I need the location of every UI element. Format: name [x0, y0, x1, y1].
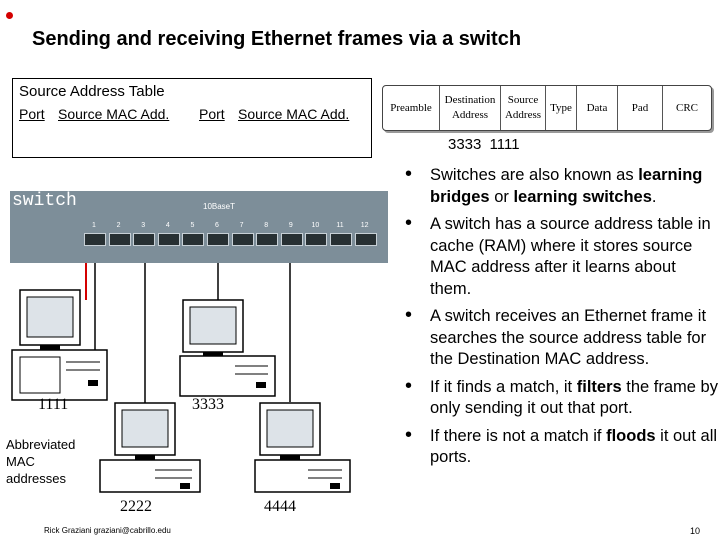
- frame-address-values: 3333 1111: [448, 136, 520, 153]
- bullet-text: or: [489, 187, 514, 206]
- bullet-text: A switch has a source address table in c…: [430, 215, 711, 298]
- pc-1111-icon: [11, 289, 108, 401]
- frame-field-crc: CRC: [675, 101, 698, 114]
- port-number-3: 3: [141, 222, 146, 229]
- source-address-table: Source Address Table Port Source MAC Add…: [12, 78, 372, 158]
- pc-4444-icon: [254, 402, 351, 493]
- port-number-12: 12: [360, 222, 369, 229]
- switch-port-11: [330, 233, 352, 246]
- frame-field-source: Source Address: [501, 86, 546, 130]
- port-number-5: 5: [190, 222, 195, 229]
- source-address-table-title: Source Address Table: [19, 83, 165, 100]
- port-number-8: 8: [264, 222, 269, 229]
- frame-field-preamble: Preamble: [383, 86, 440, 130]
- bullet-emphasis: floods: [606, 426, 656, 445]
- port-number-10: 10: [311, 222, 320, 229]
- bullet-item: If there is not a match if floods it out…: [404, 425, 720, 469]
- frame-field-data: Data: [577, 86, 618, 130]
- ethernet-frame-diagram: Preamble Destination Address Source Addr…: [382, 85, 712, 131]
- port-number-6: 6: [215, 222, 219, 229]
- bullet-emphasis: learning bridges: [430, 166, 703, 206]
- bullet-text: A switch receives an Ethernet frame it s…: [430, 307, 707, 368]
- switch-port-10: [305, 233, 328, 246]
- host-mac-label-2222: 2222: [120, 498, 152, 515]
- switch-port-12: [354, 233, 377, 246]
- frame-field-type: Type: [546, 86, 577, 130]
- switch-port-5: [182, 233, 205, 246]
- bullet-text: it out all ports.: [430, 426, 718, 467]
- slide-title: Sending and receiving Ethernet frames vi…: [32, 28, 522, 50]
- switch-port-4: [157, 233, 180, 246]
- switch-model-label: 10BaseT: [203, 202, 236, 211]
- port-number-11: 11: [336, 222, 344, 229]
- table-header-port-2: Port: [199, 106, 225, 122]
- bullet-item: A switch has a source address table in c…: [404, 213, 720, 300]
- frame-src-value: 1111: [489, 136, 520, 153]
- bullet-item: A switch receives an Ethernet frame it s…: [404, 305, 720, 371]
- frame-field-pad: Pad: [618, 86, 663, 130]
- switch-label: switch: [12, 191, 77, 211]
- bullet-text: .: [651, 187, 657, 206]
- switch-port-1: [84, 233, 106, 246]
- network-diagram: [11, 244, 351, 493]
- switch-port-6: [207, 233, 229, 246]
- frame-dest-value: 3333: [448, 136, 482, 153]
- switch-port-2: [108, 233, 131, 246]
- switch-device: [10, 191, 388, 263]
- table-header-mac-2: Source MAC Add.: [238, 106, 350, 122]
- host-mac-label-4444: 4444: [264, 498, 296, 515]
- footer-credit: Rick Graziani graziani@cabrillo.edu: [44, 526, 171, 535]
- frame-field-destination: Destination Address: [440, 86, 501, 130]
- abbreviated-mac-note: Abbreviated MAC addresses: [6, 437, 76, 486]
- bullet-item: Switches are also known as learning brid…: [404, 164, 720, 208]
- bullet-emphasis: filters: [576, 377, 622, 396]
- bullet-list: Switches are also known as learning brid…: [404, 164, 720, 475]
- port-number-7: 7: [239, 222, 244, 229]
- host-mac-label-1111: 1111: [38, 396, 69, 413]
- corner-bullet-icon: [6, 12, 13, 19]
- table-header-mac-1: Source MAC Add.: [58, 106, 170, 122]
- switch-port-9: [280, 233, 303, 246]
- port-number-4: 4: [165, 222, 170, 229]
- table-header-port-1: Port: [19, 106, 45, 122]
- page-number: 10: [690, 526, 701, 536]
- port-number-9: 9: [288, 222, 293, 229]
- bullet-text: If there is not a match if: [430, 426, 607, 445]
- switch-port-3: [133, 233, 156, 246]
- switch-port-7: [231, 233, 254, 246]
- bullet-text: Switches are also known as: [430, 166, 639, 184]
- bullet-text: the frame by only sending it out that po…: [430, 377, 718, 418]
- bullet-emphasis: learning switches: [513, 187, 652, 206]
- bullet-item: If it finds a match, it filters the fram…: [404, 376, 720, 420]
- port-number-2: 2: [116, 222, 121, 229]
- port-number-1: 1: [92, 222, 96, 229]
- pc-3333-icon: [179, 299, 276, 397]
- host-mac-label-3333: 3333: [192, 396, 224, 413]
- switch-port-8: [256, 233, 279, 246]
- pc-2222-icon: [99, 402, 201, 493]
- bullet-text: If it finds a match, it: [430, 377, 577, 396]
